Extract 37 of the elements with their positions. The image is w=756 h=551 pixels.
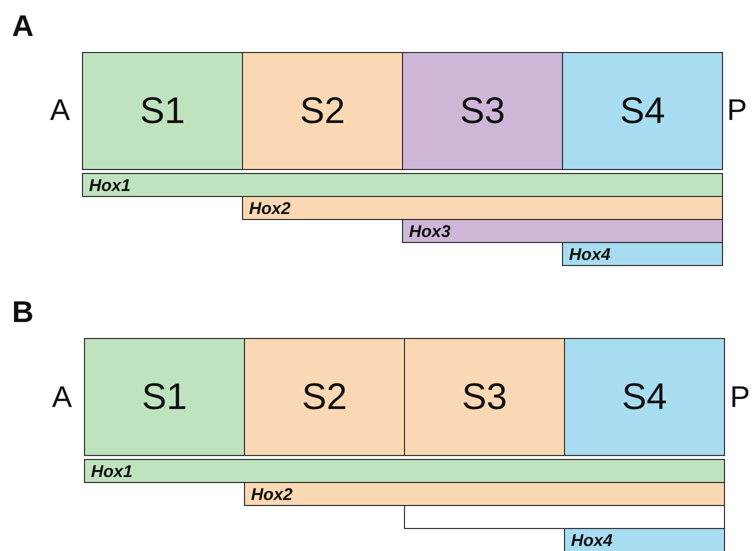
segment-box [244, 338, 405, 456]
panel-letter: B [12, 298, 34, 328]
axis-label: A [52, 383, 72, 413]
expression-bar [84, 459, 725, 483]
segment-label: S2 [302, 376, 348, 418]
gene-label: Hox4 [571, 532, 613, 548]
axis-label: P [727, 96, 748, 126]
segment-box [242, 52, 403, 170]
segment-box [404, 338, 565, 456]
expression-bar [82, 173, 723, 197]
axis-label: A [50, 96, 70, 126]
segment-label: S1 [142, 376, 188, 418]
empty-bar [404, 505, 725, 529]
expression-bar [244, 482, 725, 506]
segment-box [402, 52, 563, 170]
panel-letter: A [12, 12, 34, 42]
axis-label: P [730, 383, 750, 413]
segment-label: S4 [620, 90, 666, 132]
gene-label: Hox3 [409, 222, 451, 240]
expression-bar [402, 219, 723, 243]
segment-label: S4 [622, 376, 668, 418]
segment-box [564, 338, 725, 456]
segment-box [84, 338, 245, 456]
segment-label: S3 [460, 90, 506, 132]
expression-bar [564, 528, 725, 551]
segment-label: S3 [462, 376, 508, 418]
gene-label: Hox1 [89, 176, 131, 194]
expression-bar [242, 196, 723, 220]
gene-label: Hox2 [251, 486, 293, 502]
expression-bar [562, 242, 723, 266]
segment-label: S1 [140, 90, 186, 132]
gene-label: Hox4 [569, 246, 611, 262]
segment-label: S2 [300, 90, 346, 132]
segment-box [82, 52, 243, 170]
gene-label: Hox1 [91, 462, 133, 480]
gene-label: Hox2 [249, 200, 291, 216]
segment-box [562, 52, 723, 170]
